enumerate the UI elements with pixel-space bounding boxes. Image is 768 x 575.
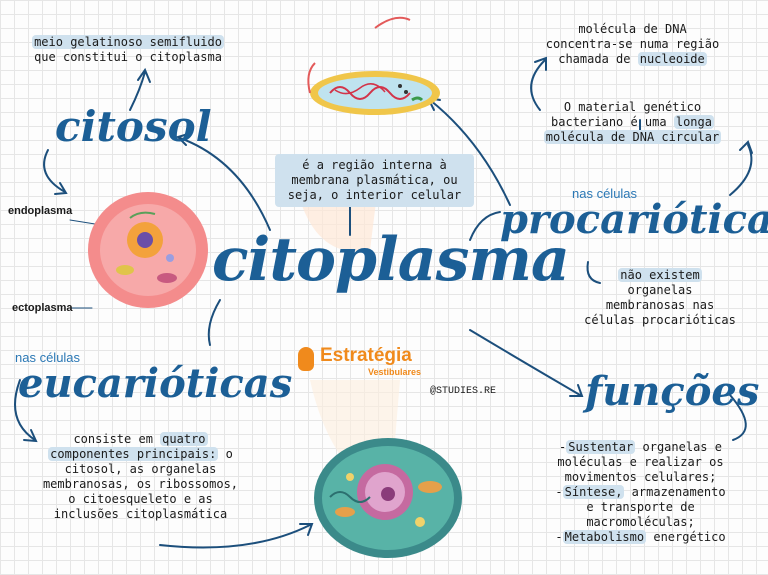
euc-line1-pre: consiste em xyxy=(73,432,153,446)
bacterium-illustration xyxy=(307,16,440,115)
nucleoide-note: molécula de DNA concentra-se numa região… xyxy=(525,22,740,67)
func-item1-line2: moléculas e realizar os xyxy=(557,455,724,469)
dna-line3: chamada de xyxy=(558,52,631,66)
owl-logo-icon xyxy=(298,347,314,371)
eukaryotic-cell-illustration xyxy=(314,438,462,558)
genetic-line1: O material genético xyxy=(563,100,702,114)
func-item1-line3: movimentos celulares; xyxy=(564,470,717,484)
label-ectoplasma: ectoplasma xyxy=(12,302,73,314)
procarioticas-prefix: nas células xyxy=(572,186,638,201)
eucarioticas-title: eucarióticas xyxy=(18,360,293,407)
procarioticas-title: procarióticas xyxy=(500,196,768,243)
eucarioticas-prefix: nas células xyxy=(15,350,81,365)
organelas-line2: membranosas nas xyxy=(605,298,715,312)
euc-line2-post: o xyxy=(225,447,233,461)
label-endoplasma: endoplasma xyxy=(8,205,73,217)
citosol-title: citosol xyxy=(55,102,212,151)
genetic-line2-pre: bacteriano é uma xyxy=(551,115,667,129)
dna-line2: concentra-se numa região xyxy=(545,37,720,51)
definition-text: é a região interna à membrana plasmática… xyxy=(287,158,462,202)
euc-line3: citosol, as organelas xyxy=(64,462,217,476)
citosol-description: meio gelatinoso semifluido que constitui… xyxy=(18,35,238,65)
euc-line1-hl: quatro xyxy=(160,432,208,446)
logo-name: Estratégia xyxy=(320,345,412,366)
euc-line5: o citoesqueleto e as xyxy=(68,492,213,506)
cell-illustration-endo-ecto xyxy=(88,192,208,308)
func-item2-line3: macromoléculas; xyxy=(586,515,695,529)
func-item2-line2: e transporte de xyxy=(586,500,695,514)
euc-line2-hl: componentes principais: xyxy=(48,447,219,461)
euc-line6: inclusões citoplasmática xyxy=(53,507,228,521)
funcoes-note: -Sustentar organelas e moléculas e reali… xyxy=(528,440,753,545)
eucarioticas-note: consiste em quatro componentes principai… xyxy=(18,432,263,522)
func-item2-hl: Síntese, xyxy=(562,485,625,499)
func-item1-post: organelas e xyxy=(642,440,722,454)
funcoes-title: funções xyxy=(585,368,760,415)
genetic-line2-hl: longa xyxy=(673,115,714,129)
organelas-line3: células procarióticas xyxy=(584,313,736,327)
genetic-line3: molécula de DNA circular xyxy=(543,130,722,144)
dna-highlight: nucleoide xyxy=(637,52,707,66)
main-title: citoplasma xyxy=(212,225,570,295)
genetic-note: O material genético bacteriano é uma lon… xyxy=(525,100,740,145)
organelas-line1: organelas xyxy=(627,283,693,297)
func-item1-hl: Sustentar xyxy=(566,440,636,454)
citosol-desc-line1: meio gelatinoso semifluido xyxy=(32,35,224,49)
organelas-hl: não existem xyxy=(618,268,702,282)
func-item2-post: armazenamento xyxy=(631,485,726,499)
organelas-note: não existem organelas membranosas nas cé… xyxy=(560,268,760,328)
func-item3-post: energético xyxy=(653,530,726,544)
definition-box: é a região interna à membrana plasmática… xyxy=(275,154,474,207)
credit: @STUDIES.RE xyxy=(430,386,497,397)
func-item3-hl: Metabolismo xyxy=(562,530,647,544)
dna-line1: molécula de DNA xyxy=(578,22,687,36)
citosol-desc-line2: que constitui o citoplasma xyxy=(34,50,222,64)
euc-line4: membranosas, os ribossomos, xyxy=(42,477,239,491)
logo-sub: Vestibulares xyxy=(368,367,422,377)
